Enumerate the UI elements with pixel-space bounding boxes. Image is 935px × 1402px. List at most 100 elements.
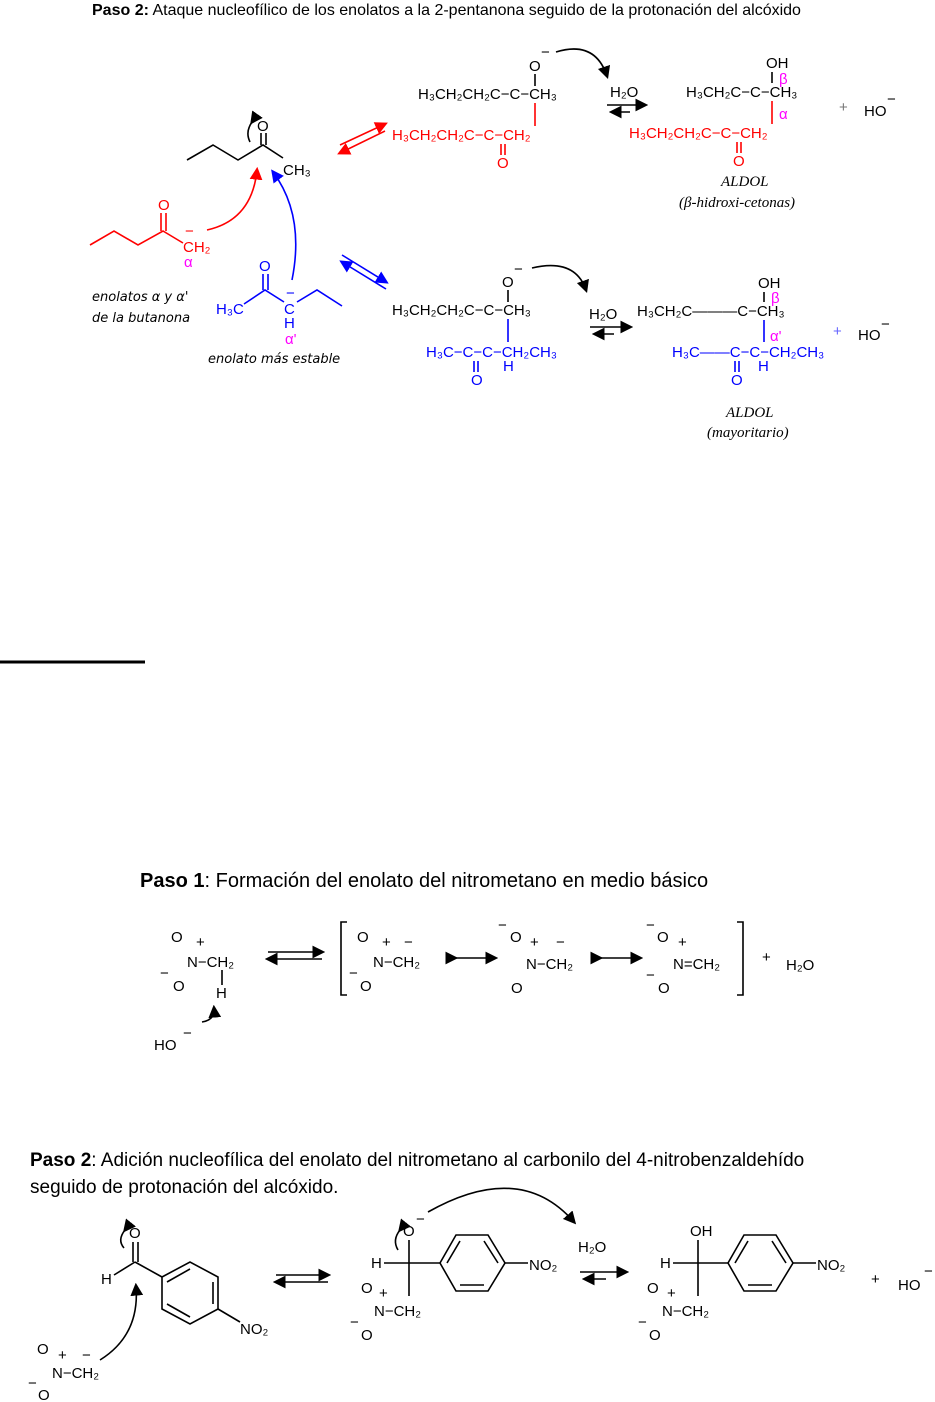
heading-text: : Formación del enolato del nitrometano … <box>204 870 708 892</box>
attack-arrow-icon <box>271 169 297 281</box>
attack-arrow-icon <box>99 1282 144 1361</box>
resonance-3: − O + N=CH₂ − O <box>646 917 720 997</box>
attack-arrow-icon <box>206 166 263 231</box>
bracket-left <box>340 921 347 996</box>
nitro-label: NO₂ <box>529 1257 558 1274</box>
nitro-ch2-label: N−CH₂ <box>526 956 573 973</box>
step1-heading: Paso 1: Formación del enolato del nitrom… <box>140 870 708 892</box>
charge-label: + <box>678 934 687 951</box>
charge-label: − <box>82 1347 91 1364</box>
charge-label: − <box>887 91 896 108</box>
oxygen-label: O <box>171 929 183 946</box>
charge-label: − <box>185 223 194 240</box>
caption: (β-hidroxi-cetonas) <box>679 195 795 211</box>
nitro-ch2-label: N−CH₂ <box>373 954 420 971</box>
alpha-label: α <box>184 254 193 271</box>
step2-heading-top: Paso 2: Ataque nucleofílico de los enola… <box>92 2 801 19</box>
methyl-label: CH₃ <box>283 162 311 179</box>
benzene-ring <box>439 1234 506 1292</box>
deprotonation-arrow-icon <box>201 1004 222 1023</box>
bracket-right <box>737 921 744 996</box>
nitro-ch2-label: N−CH₂ <box>662 1303 709 1320</box>
aldol-red: OH β H₃CH₂C−C−CH₃ α H₃CH₂CH₂C−C−CH₂ O + … <box>629 55 896 170</box>
nitro-ch2-label: N−CH₂ <box>52 1365 99 1382</box>
nitrobenzaldehyde: O H NO₂ <box>101 1218 269 1338</box>
step2-heading: Paso 2: Adición nucleofílica del enolato… <box>30 1150 804 1171</box>
oxygen-label: O <box>731 372 743 389</box>
charge-label: − <box>498 917 507 934</box>
charge-label: + <box>379 1285 388 1302</box>
charge-label: − <box>556 934 565 951</box>
heading-bold: Paso 1 <box>140 870 204 892</box>
charge-label: − <box>881 316 890 333</box>
oxygen-label: O <box>38 1387 50 1402</box>
charge-label: − <box>416 1211 425 1228</box>
oxygen-label: O <box>403 1223 415 1240</box>
heading-text: : Adición nucleofílica del enolato del n… <box>91 1150 804 1171</box>
alpha-prime-label: α' <box>770 328 782 345</box>
nitro-label: NO₂ <box>240 1321 269 1338</box>
caption: enolato más estable <box>208 352 340 367</box>
charge-label: − <box>646 917 655 934</box>
caption: enolatos α y α' <box>92 290 188 305</box>
charge-label: − <box>183 1025 192 1042</box>
formula-bottom: H₃C−C−C−CH₂CH₃ <box>426 344 557 361</box>
oxygen-label: O <box>361 1280 373 1297</box>
formula-top: H₃CH₂CH₂C−C−CH₃ <box>392 302 531 319</box>
hydrogen-label: H <box>101 1271 112 1288</box>
oxygen-label: O <box>529 58 541 75</box>
oxygen-label: O <box>733 153 745 170</box>
oxygen-label: O <box>158 197 170 214</box>
alpha-prime-label: α' <box>285 331 297 348</box>
enolate-alpha: O − CH₂ α <box>89 166 263 271</box>
alkoxide-red: O − H₃CH₂CH₂C−C−CH₃ H₃CH₂CH₂C−C−CH₂ O <box>392 44 557 172</box>
charge-label: − <box>646 967 655 984</box>
resonance-2: − O + − N−CH₂ O <box>498 917 573 997</box>
hydroxide-label: HO <box>864 103 887 120</box>
benzene-ring <box>727 1234 794 1292</box>
beta-label: β <box>771 290 780 307</box>
step2-heading-line2: seguido de protonación del alcóxido. <box>30 1177 338 1198</box>
nitromethane: O + N−CH₂ − O H HO − <box>154 929 234 1054</box>
aldol-blue: OH β H₃CH₂C———C−CH₃ α' H₃C——C−C−CH₂CH₃ H… <box>637 275 890 389</box>
equilibrium-arrows-blue <box>339 254 389 290</box>
heading-bold: Paso 2: <box>92 2 149 19</box>
carbon-label: C <box>284 301 295 318</box>
water-label: H₂O <box>610 84 638 101</box>
oxygen-label: O <box>510 929 522 946</box>
proton-arrow-icon <box>555 48 611 80</box>
hydrogen-label: H <box>660 1255 671 1272</box>
ch2-label: CH₂ <box>183 239 211 256</box>
caption: ALDOL <box>725 405 774 421</box>
electron-arrow-icon <box>394 1218 411 1251</box>
caption: ALDOL <box>720 174 769 190</box>
alkoxide-blue: O − H₃CH₂CH₂C−C−CH₃ H₃C−C−C−CH₂CH₃ H O <box>392 261 557 389</box>
oxygen-label: O <box>257 118 269 135</box>
oxygen-label: O <box>502 274 514 291</box>
charge-label: − <box>541 44 550 61</box>
charge-label: − <box>28 1375 37 1392</box>
nitronate-label: N=CH₂ <box>673 956 720 973</box>
equilibrium-arrows-red <box>337 122 388 155</box>
electron-arrow-icon <box>247 110 263 143</box>
electron-arrow-icon <box>119 1218 136 1249</box>
charge-label: − <box>924 1263 933 1280</box>
heading-bold: Paso 2 <box>30 1150 91 1171</box>
charge-label: − <box>350 1314 359 1331</box>
oxygen-label: O <box>259 258 271 275</box>
hydroxide-label: HO <box>898 1277 921 1294</box>
charge-label: + <box>58 1347 67 1364</box>
charge-label: + <box>667 1285 676 1302</box>
nitro-ch2-label: N−CH₂ <box>374 1303 421 1320</box>
pentanone: O CH₃ <box>186 110 311 179</box>
plus-sign: + <box>839 99 848 116</box>
nitro-ch2-label: N−CH₂ <box>187 954 234 971</box>
oxygen-label: O <box>471 372 483 389</box>
oxygen-label: O <box>37 1341 49 1358</box>
hydroxyl-label: OH <box>690 1223 713 1240</box>
charge-label: − <box>349 965 358 982</box>
formula-top: H₃CH₂C———C−CH₃ <box>637 303 785 320</box>
charge-label: − <box>286 285 295 302</box>
charge-label: + <box>530 934 539 951</box>
hydroxide-label: HO <box>858 327 881 344</box>
